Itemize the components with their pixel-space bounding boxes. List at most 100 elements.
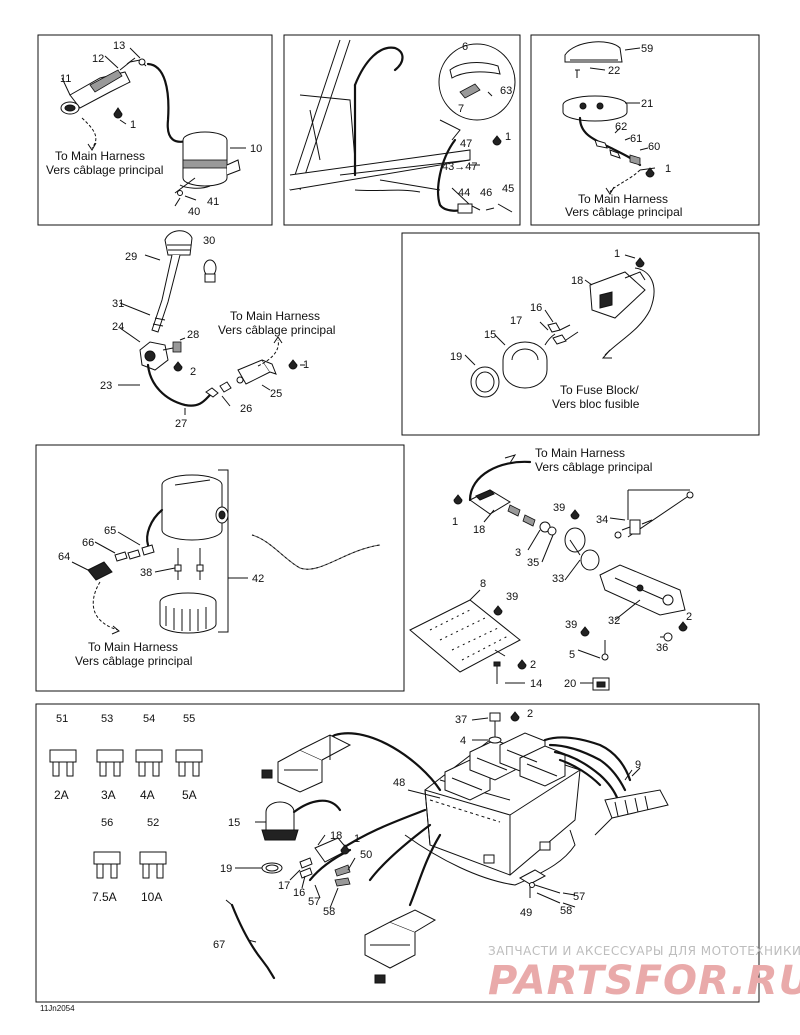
callout-1: 1 [354,833,360,845]
footer: 11Jn2054 ЗАПЧАСТИ И АКСЕССУАРЫ ДЛЯ МОТОТ… [40,944,800,1013]
callout-32: 32 [608,615,620,627]
callout-25: 25 [270,388,282,400]
callout-24: 24 [112,321,124,333]
callout-44: 44 [458,187,470,199]
callout-3: 3 [515,547,521,559]
callout-65: 65 [104,525,116,537]
callout-50: 50 [360,849,372,861]
figure-code: 11Jn2054 [40,1004,75,1013]
panel-7-switch-assembly [409,454,694,691]
callout-18: 18 [330,830,342,842]
callout-2: 2 [686,611,692,623]
caption-fr: Vers câblage principal [535,460,652,474]
caption-en: To Main Harness [55,149,145,163]
callout-48: 48 [393,777,405,789]
fuse-rating: 4A [140,788,155,802]
caption-fr: Vers câblage principal [75,654,192,668]
panel-borders [35,34,760,1003]
callout-11: 11 [60,73,71,85]
callout-4: 4 [460,735,466,747]
callout-60: 60 [648,141,660,153]
panel-4-labels: 30 29 31 28 24 2 1 23 25 26 27 To Main H… [100,235,335,430]
callout-15: 15 [484,329,496,341]
callout-29: 29 [125,251,137,263]
callout-45: 45 [502,183,514,195]
callout-22: 22 [608,65,620,77]
callout-6: 6 [462,41,468,53]
panel-2-labels: 6 63 7 1 47 43→47 44 46 45 [442,41,514,199]
callout-1: 1 [505,131,511,143]
fuse-number: 51 [56,713,68,725]
callout-8: 8 [480,578,486,590]
callout-13: 13 [113,40,125,52]
callout-31: 31 [112,298,124,310]
callout-35: 35 [527,557,539,569]
callout-18: 18 [571,275,583,287]
callout-37: 37 [455,714,467,726]
callout-46: 46 [480,187,492,199]
callout-9: 9 [635,759,641,771]
callout-39: 39 [553,502,565,514]
fuse-rating: 7.5A [92,890,117,904]
panel-2-cabin-light [289,39,516,214]
callout-49: 49 [520,907,532,919]
fuse-number: 53 [101,713,113,725]
callout-18: 18 [473,524,485,536]
callout-19: 19 [220,863,232,875]
callout-12: 12 [92,53,104,65]
callout-30: 30 [203,235,215,247]
panel-3-labels: 59 22 21 62 61 60 1 To Main Harness Vers… [565,43,682,219]
callout-1: 1 [452,516,458,528]
panel-1-temperature-sender [60,47,246,207]
fuse-rating: 3A [101,788,116,802]
callout-15: 15 [228,817,240,829]
callout-28: 28 [187,329,199,341]
callout-14: 14 [530,678,542,690]
callout-58: 58 [560,905,572,917]
callout-66: 66 [82,537,94,549]
callout-61: 61 [630,133,642,145]
panel-1-labels: 13 12 11 1 10 41 40 To Main Harness Vers… [46,40,262,218]
callout-42: 42 [252,573,264,585]
callout-59: 59 [641,43,653,55]
caption-fr: Vers câblage principal [46,163,163,177]
caption-en: To Fuse Block/ [560,383,639,397]
callout-39: 39 [565,619,577,631]
callout-1: 1 [614,248,620,260]
callout-36: 36 [656,642,668,654]
callout-23: 23 [100,380,112,392]
callout-1: 1 [303,359,309,371]
callout-64: 64 [58,551,70,563]
callout-10: 10 [250,143,262,155]
fuse-number: 56 [101,817,113,829]
callout-2: 2 [530,659,536,671]
caption-en: To Main Harness [88,640,178,654]
callout-2: 2 [527,708,533,720]
callout-63: 63 [500,85,512,97]
panel-4-sensor [118,230,305,415]
callout-34: 34 [596,514,608,526]
callout-67: 67 [213,939,225,951]
caption-en: To Main Harness [535,446,625,460]
caption-en: To Main Harness [578,192,668,206]
callout-16: 16 [293,887,305,899]
callout-43-47: 43→47 [442,161,477,173]
callout-16: 16 [530,302,542,314]
caption-fr: Vers câblage principal [565,205,682,219]
panel-5-labels: 1 18 16 17 15 19 To Fuse Block/ Vers blo… [450,248,640,411]
callout-62: 62 [615,121,627,133]
panel-8-labels: 51 53 54 55 56 52 2A 3A 4A 5A 7.5A 10A 3… [54,708,641,951]
panel-6-labels: 65 66 64 38 42 To Main Harness Vers câbl… [58,525,264,668]
callout-38: 38 [140,567,152,579]
watermark-logo: PARTSFOR.RU [488,958,800,1004]
callout-57: 57 [573,891,585,903]
callout-47: 47 [460,138,472,150]
callout-58: 58 [323,906,335,918]
callout-20: 20 [564,678,576,690]
caption-en: To Main Harness [230,309,320,323]
callout-27: 27 [175,418,187,430]
panel-8-fuse-box [49,711,669,984]
panel-3-glovebox-light [562,41,656,195]
callout-1: 1 [130,119,136,131]
